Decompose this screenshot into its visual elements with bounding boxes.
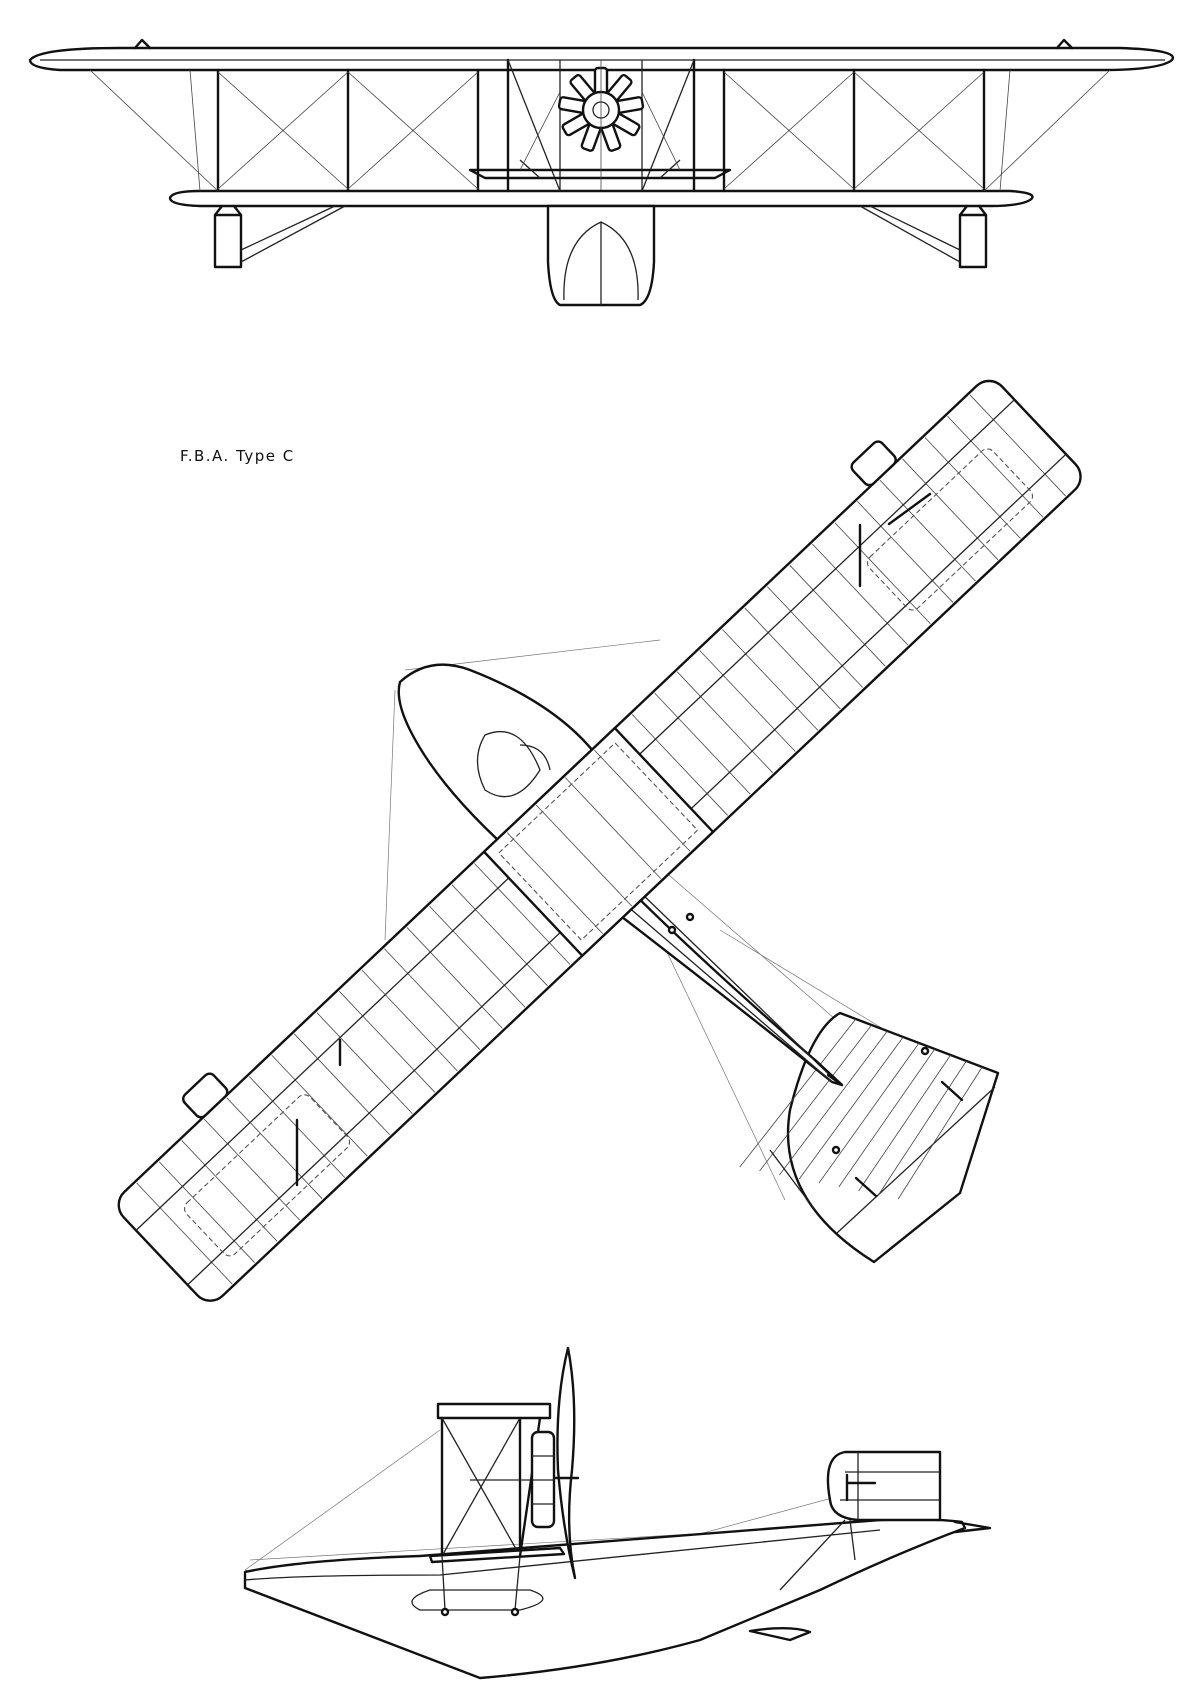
side-view — [243, 1346, 992, 1680]
front-view — [28, 38, 1175, 307]
drawing-caption: F.B.A. Type C — [180, 447, 295, 465]
plan-view — [117, 379, 1082, 1302]
